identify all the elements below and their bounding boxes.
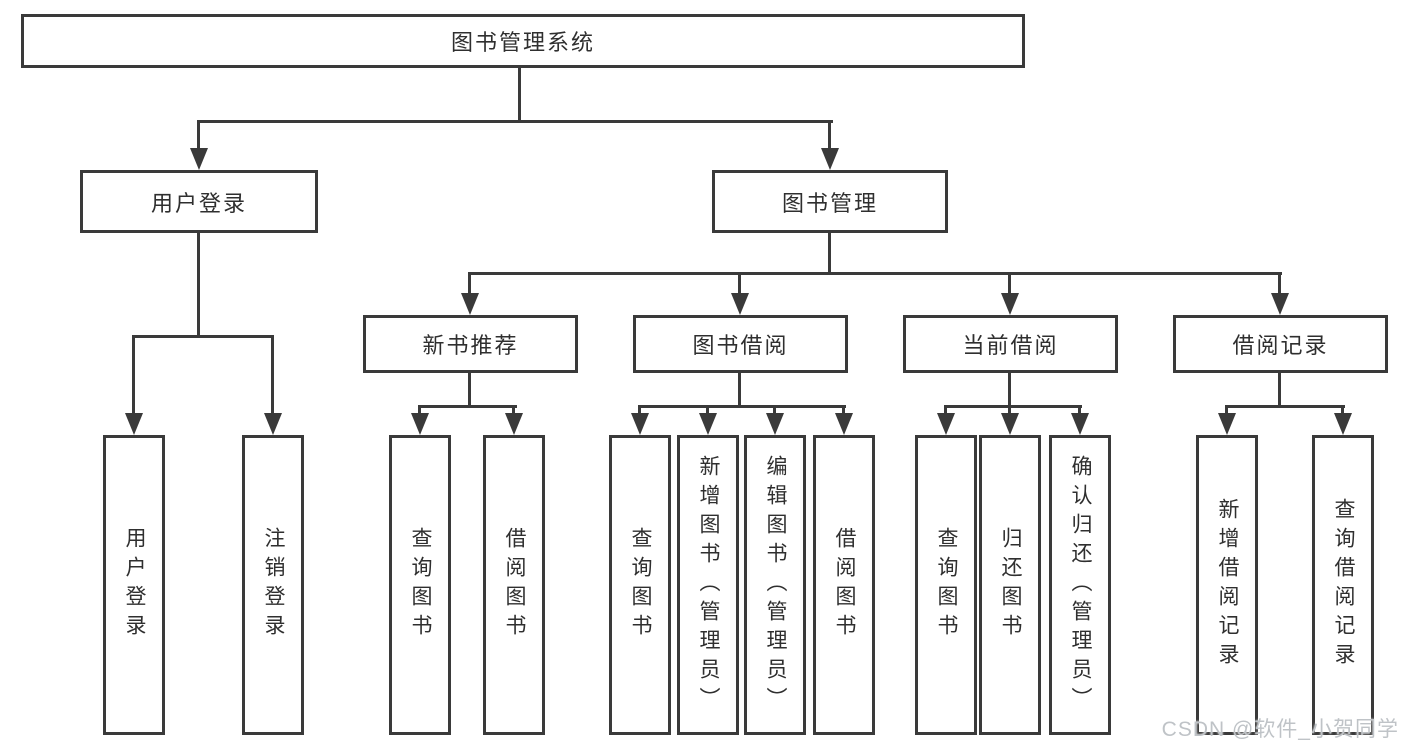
- arrowhead-leaf: [835, 413, 853, 435]
- node-leaf-borrow-books: 借阅图书: [813, 435, 875, 735]
- connector-stub: [842, 405, 845, 417]
- leaf-label: 确认归还（管理员）: [1069, 454, 1093, 716]
- node-root-library-system: 图书管理系统: [21, 14, 1025, 68]
- connector-stub: [418, 405, 421, 417]
- node-leaf-query-borrow-record: 查询借阅记录: [1312, 435, 1374, 735]
- connector-borrow-records-stem: [1278, 373, 1281, 408]
- connector-stub: [638, 405, 641, 417]
- connector-root-stem: [518, 68, 521, 123]
- connector-book-borrow-bus: [638, 405, 846, 408]
- connector-stub: [512, 405, 515, 417]
- connector-user-login-stem: [197, 233, 200, 337]
- connector-user-login-bus: [132, 335, 274, 338]
- leaf-label: 归还图书: [999, 527, 1023, 643]
- leaf-label: 编辑图书（管理员）: [764, 454, 788, 716]
- leaf-label: 查询图书: [935, 527, 959, 643]
- leaf-label: 借阅图书: [833, 527, 857, 643]
- connector-stub: [1008, 405, 1011, 417]
- node-book-management-label: 图书管理: [781, 190, 878, 216]
- arrowhead-leaf: [1001, 413, 1019, 435]
- node-leaf-edit-book-admin: 编辑图书（管理员）: [744, 435, 806, 735]
- connector-stub-leaf-logout: [271, 335, 274, 415]
- leaf-label: 用户登录: [123, 527, 147, 643]
- leaf-label: 借阅图书: [503, 527, 527, 643]
- connector-stub-user-login: [197, 120, 200, 152]
- connector-stub-current-borrow: [1008, 272, 1011, 296]
- connector-borrow-records-bus: [1225, 405, 1345, 408]
- leaf-label: 查询图书: [409, 527, 433, 643]
- arrowhead-leaf-logout: [264, 413, 282, 435]
- node-current-borrow: 当前借阅: [903, 315, 1118, 373]
- connector-current-borrow-stem: [1008, 373, 1011, 408]
- arrowhead-leaf: [1218, 413, 1236, 435]
- arrowhead-leaf: [937, 413, 955, 435]
- leaf-label: 查询图书: [629, 527, 653, 643]
- arrowhead-current-borrow: [1001, 293, 1019, 315]
- leaf-label: 查询借阅记录: [1332, 498, 1356, 672]
- node-borrow-records-label: 借阅记录: [1232, 333, 1329, 358]
- node-user-login: 用户登录: [80, 170, 318, 233]
- connector-stub: [773, 405, 776, 417]
- connector-stub-borrow-records: [1278, 272, 1281, 296]
- arrowhead-leaf-user-login: [125, 413, 143, 435]
- node-borrow-records: 借阅记录: [1173, 315, 1388, 373]
- node-leaf-add-borrow-record: 新增借阅记录: [1196, 435, 1258, 735]
- node-book-management: 图书管理: [712, 170, 948, 233]
- connector-stub-new-book-recommend: [468, 272, 471, 296]
- arrowhead-leaf: [631, 413, 649, 435]
- connector-level3-bus: [468, 272, 1282, 275]
- connector-stub: [1341, 405, 1344, 417]
- csdn-watermark: CSDN @软件_小贺同学: [1161, 718, 1399, 741]
- node-book-borrow: 图书借阅: [633, 315, 848, 373]
- node-user-login-label: 用户登录: [150, 190, 247, 216]
- arrowhead-new-book-recommend: [461, 293, 479, 315]
- arrowhead-leaf: [505, 413, 523, 435]
- arrowhead-book-management: [821, 148, 839, 170]
- node-new-book-recommend-label: 新书推荐: [422, 333, 519, 358]
- arrowhead-leaf: [766, 413, 784, 435]
- connector-current-borrow-bus: [944, 405, 1082, 408]
- connector-new-book-recommend-bus: [418, 405, 517, 408]
- connector-stub-book-borrow: [738, 272, 741, 296]
- node-leaf-borrow-books-recommend: 借阅图书: [483, 435, 545, 735]
- connector-stub-book-management: [828, 120, 831, 152]
- connector-book-borrow-stem: [738, 373, 741, 408]
- node-leaf-logout: 注销登录: [242, 435, 304, 735]
- arrowhead-leaf: [1071, 413, 1089, 435]
- node-leaf-return-books: 归还图书: [979, 435, 1041, 735]
- leaf-label: 新增图书（管理员）: [697, 454, 721, 716]
- node-leaf-query-books-recommend: 查询图书: [389, 435, 451, 735]
- arrowhead-leaf: [411, 413, 429, 435]
- node-new-book-recommend: 新书推荐: [363, 315, 578, 373]
- connector-new-book-recommend-stem: [468, 373, 471, 408]
- node-leaf-user-login: 用户登录: [103, 435, 165, 735]
- node-root-label: 图书管理系统: [450, 30, 595, 55]
- arrowhead-book-borrow: [731, 293, 749, 315]
- arrowhead-leaf: [1334, 413, 1352, 435]
- connector-stub: [1078, 405, 1081, 417]
- connector-level2-bus: [197, 120, 833, 123]
- leaf-label: 新增借阅记录: [1216, 498, 1240, 672]
- arrowhead-borrow-records: [1271, 293, 1289, 315]
- node-leaf-add-book-admin: 新增图书（管理员）: [677, 435, 739, 735]
- node-leaf-query-books-borrow: 查询图书: [609, 435, 671, 735]
- leaf-label: 注销登录: [262, 527, 286, 643]
- connector-stub: [1225, 405, 1228, 417]
- arrowhead-user-login: [190, 148, 208, 170]
- connector-stub: [944, 405, 947, 417]
- node-book-borrow-label: 图书借阅: [692, 333, 789, 358]
- node-current-borrow-label: 当前借阅: [962, 333, 1059, 358]
- arrowhead-leaf: [699, 413, 717, 435]
- connector-book-management-stem: [828, 233, 831, 275]
- connector-stub: [706, 405, 709, 417]
- node-leaf-query-books-current: 查询图书: [915, 435, 977, 735]
- node-leaf-confirm-return-admin: 确认归还（管理员）: [1049, 435, 1111, 735]
- connector-stub-leaf-user-login: [132, 335, 135, 415]
